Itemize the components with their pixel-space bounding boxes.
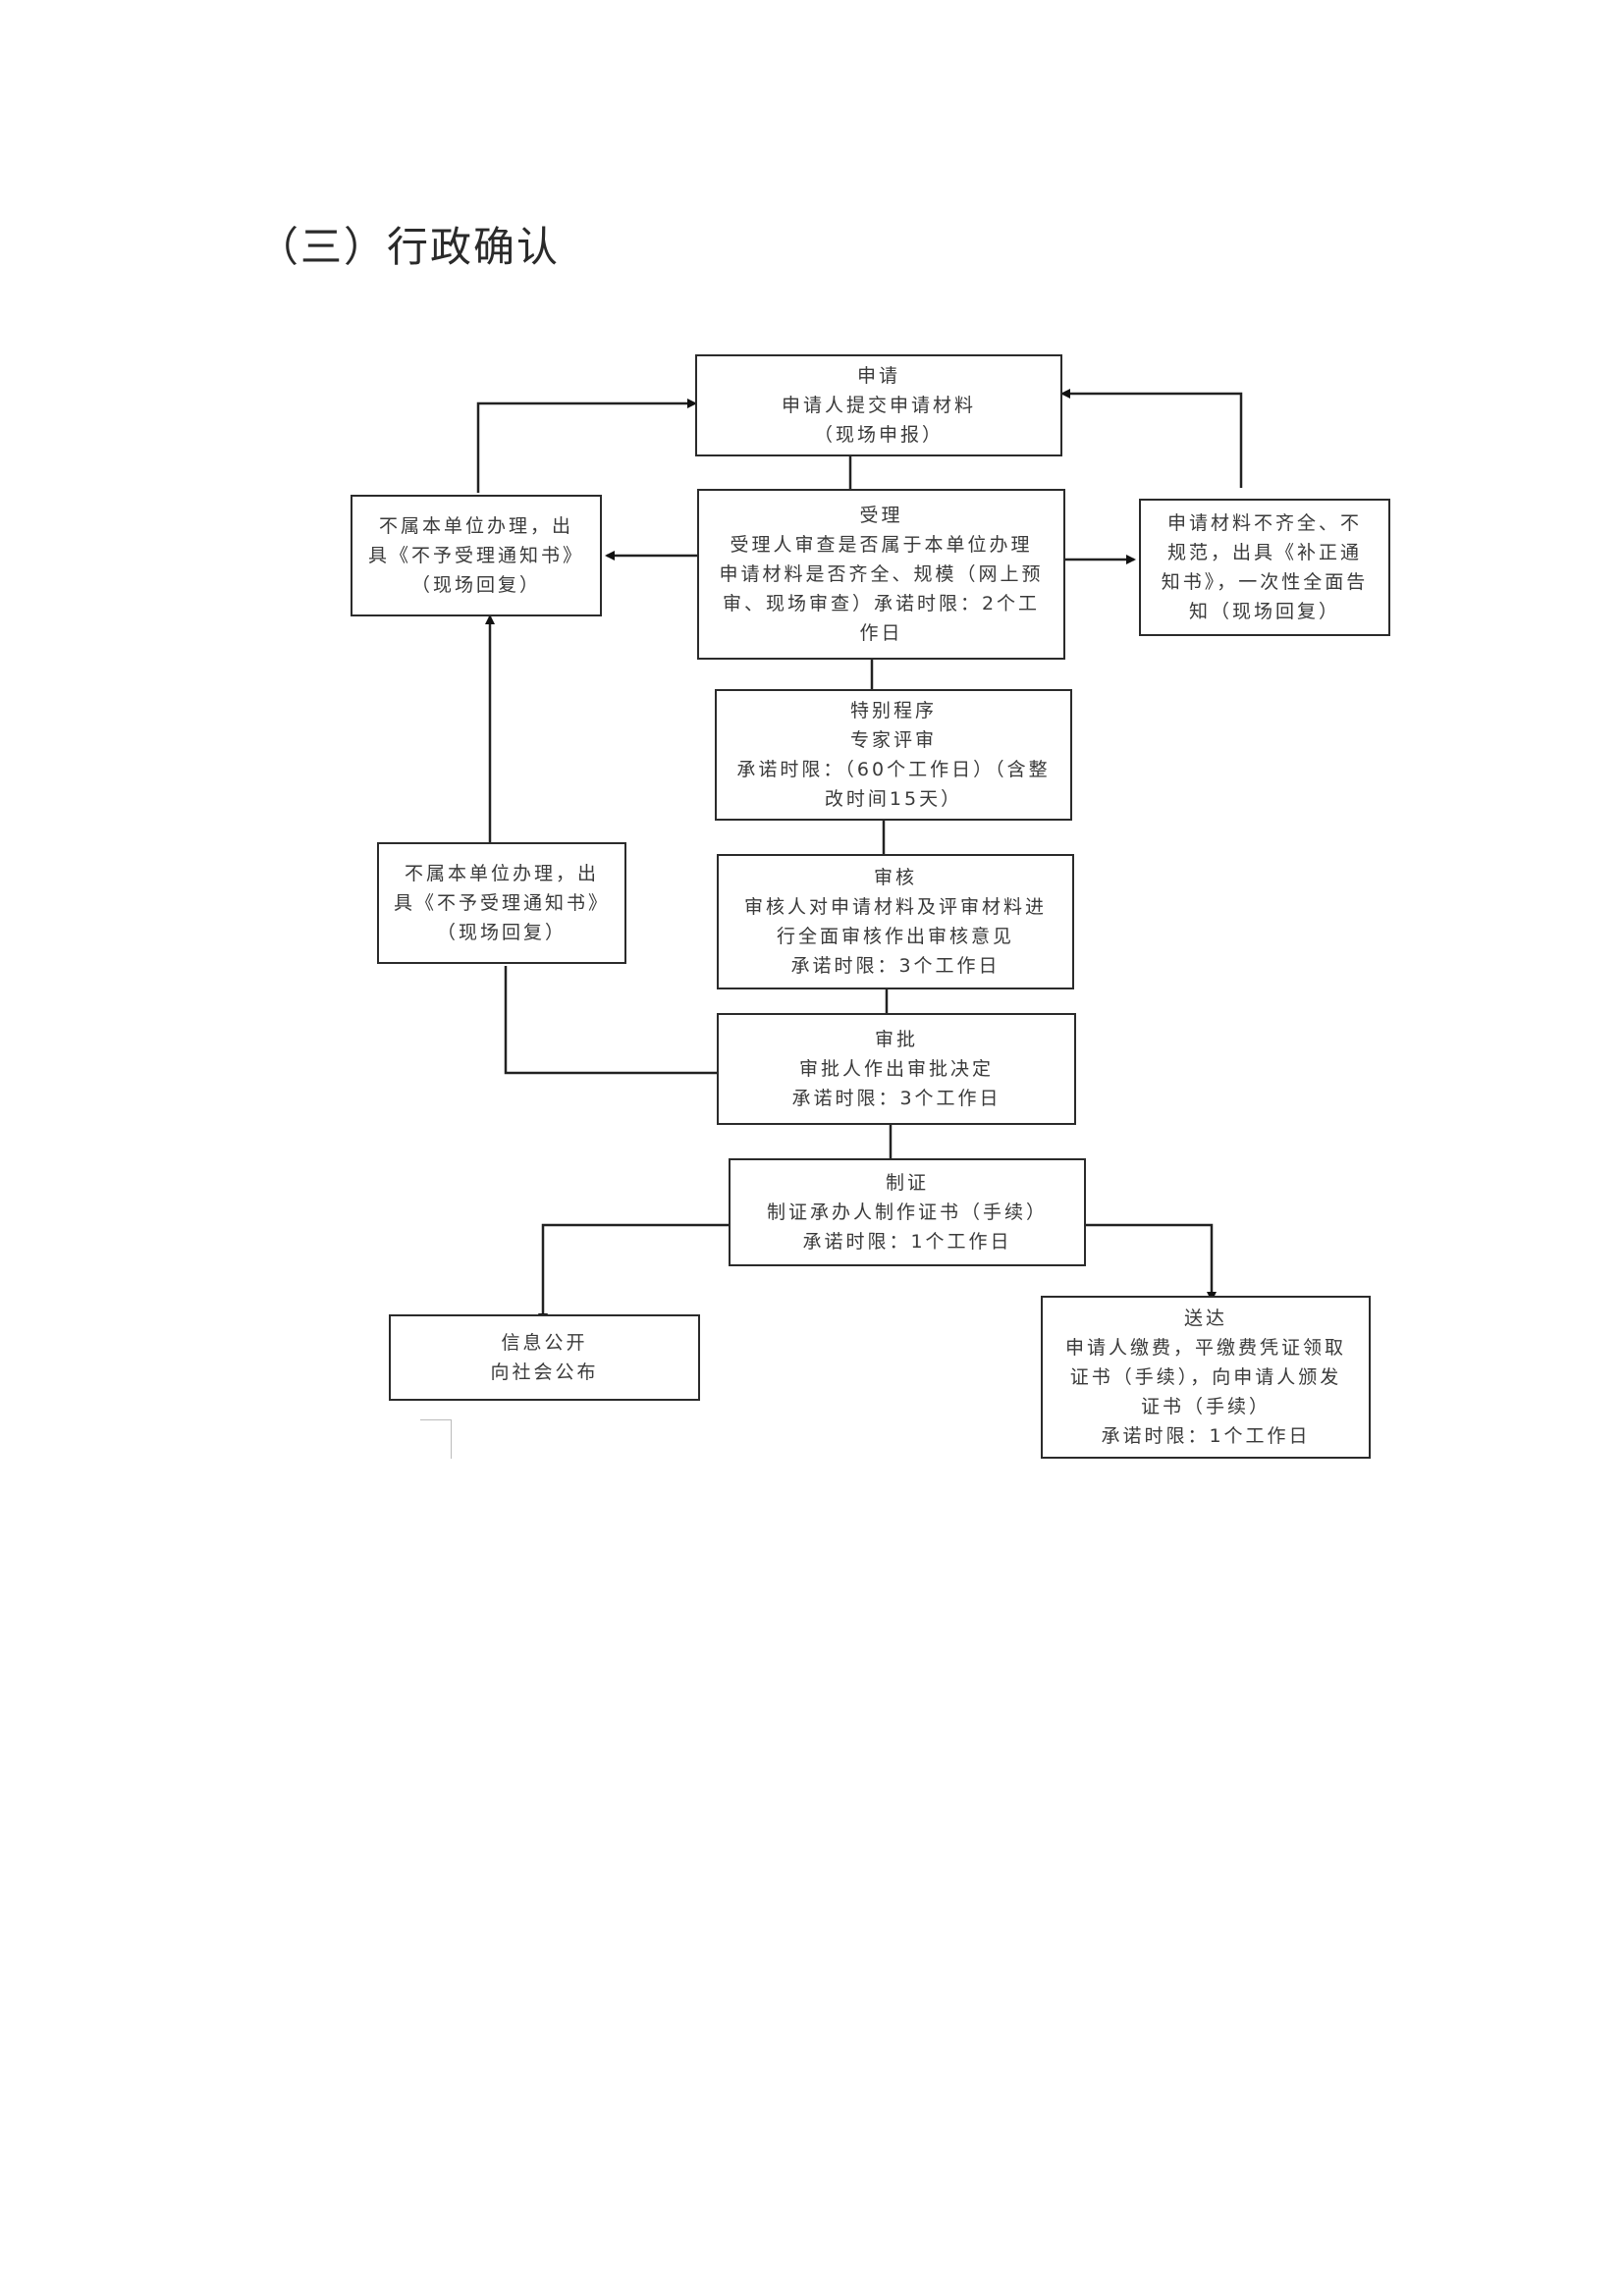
step-line: 不属本单位办理，出 <box>404 863 599 884</box>
step-publish: 信息公开 向社会公布 <box>389 1314 700 1401</box>
line-approve-to-reject <box>504 966 717 1075</box>
section-heading: （三）行政确认 <box>257 223 561 271</box>
step-special: 特别程序 专家评审 承诺时限：（60个工作日）（含整 改时间15天） <box>715 689 1072 821</box>
step-line: 审、现场审查）承诺时限：2个工 <box>722 593 1041 614</box>
step-reject-top: 不属本单位办理，出 具《不予受理通知书》 （现场回复） <box>351 495 602 616</box>
step-line: 制证承办人制作证书（手续） <box>766 1201 1048 1223</box>
step-title: 特别程序 <box>849 700 937 721</box>
step-line: 申请材料不齐全、不 <box>1166 512 1362 534</box>
step-line: 申请材料是否齐全、规模（网上预 <box>719 563 1044 585</box>
step-title: 申请 <box>856 365 900 387</box>
step-supplement: 申请材料不齐全、不 规范，出具《补正通 知书》，一次性全面告 知（现场回复） <box>1139 499 1390 636</box>
step-line: 改时间15天） <box>824 788 963 810</box>
step-line: 知书》，一次性全面告 <box>1161 571 1369 593</box>
step-line: 受理人审查是否属于本单位办理 <box>730 534 1033 556</box>
step-reject-bottom: 不属本单位办理，出 具《不予受理通知书》 （现场回复） <box>377 842 626 964</box>
step-certify: 制证 制证承办人制作证书（手续） 承诺时限：1个工作日 <box>729 1158 1086 1266</box>
step-deliver: 送达 申请人缴费，平缴费凭证领取 证书（手续），向申请人颁发 证书（手续） 承诺… <box>1041 1296 1371 1459</box>
step-line: 承诺时限：（60个工作日）（含整 <box>736 759 1051 780</box>
step-line: 作日 <box>859 622 903 644</box>
step-line: （现场回复） <box>436 922 567 943</box>
step-line: 审批人作出审批决定 <box>798 1058 994 1080</box>
step-line: 向社会公布 <box>490 1362 599 1383</box>
step-title: 信息公开 <box>501 1332 588 1354</box>
step-line: 承诺时限：3个工作日 <box>791 1088 1001 1109</box>
arrow-certify-to-deliver <box>1086 1223 1217 1302</box>
step-line: 承诺时限：1个工作日 <box>1101 1425 1311 1447</box>
step-line: 规范，出具《补正通 <box>1166 542 1362 563</box>
step-title: 审批 <box>874 1029 918 1050</box>
corner-mark <box>420 1419 452 1459</box>
step-apply: 申请 申请人提交申请材料 （现场申报） <box>695 354 1062 456</box>
step-approve: 审批 审批人作出审批决定 承诺时限：3个工作日 <box>717 1013 1076 1125</box>
step-line: 行全面审核作出审核意见 <box>776 926 1014 947</box>
step-line: 知（现场回复） <box>1188 601 1340 622</box>
step-line: （现场回复） <box>410 574 541 596</box>
step-line: 证书（手续） <box>1140 1396 1271 1417</box>
arrow-certify-to-publish <box>538 1223 731 1323</box>
step-line: 申请人提交申请材料 <box>781 395 976 416</box>
arrow-reject-to-apply <box>476 399 697 493</box>
step-line: 审核人对申请材料及评审材料进 <box>743 896 1047 918</box>
step-line: （现场申报） <box>813 424 944 446</box>
step-title: 受理 <box>859 505 903 526</box>
step-line: 具《不予受理通知书》 <box>367 545 584 566</box>
step-title: 送达 <box>1183 1308 1227 1329</box>
step-line: 具《不予受理通知书》 <box>393 892 610 914</box>
step-line: 申请人缴费，平缴费凭证领取 <box>1064 1337 1346 1359</box>
step-title: 审核 <box>873 867 917 888</box>
step-accept: 受理 受理人审查是否属于本单位办理 申请材料是否齐全、规模（网上预 审、现场审查… <box>697 489 1065 660</box>
step-title: 制证 <box>885 1172 929 1194</box>
step-line: 专家评审 <box>849 729 937 751</box>
step-line: 承诺时限：1个工作日 <box>802 1231 1012 1253</box>
step-line: 承诺时限：3个工作日 <box>790 955 1001 977</box>
step-line: 不属本单位办理，出 <box>378 515 573 537</box>
step-line: 证书（手续），向申请人颁发 <box>1069 1366 1342 1388</box>
arrow-supplement-to-apply <box>1060 389 1243 488</box>
step-review: 审核 审核人对申请材料及评审材料进 行全面审核作出审核意见 承诺时限：3个工作日 <box>717 854 1074 989</box>
